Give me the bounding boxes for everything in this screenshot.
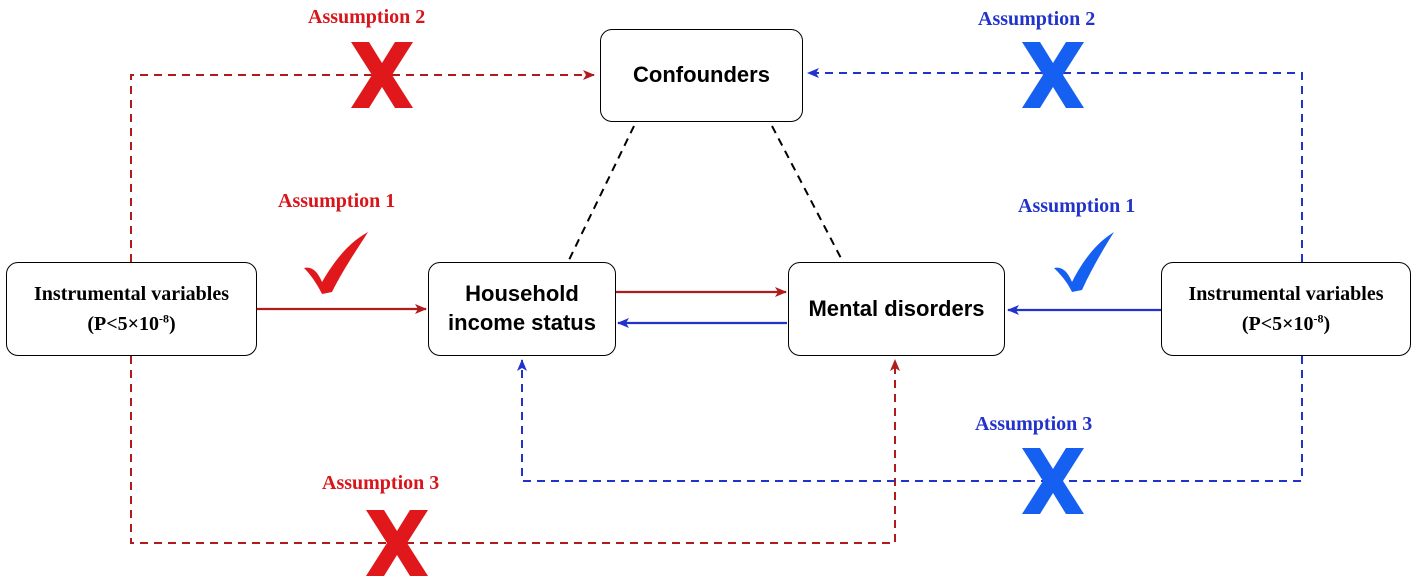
x-mark-icon bbox=[366, 510, 428, 576]
mental-disorders-label: Mental disorders bbox=[808, 295, 985, 321]
confounder-link-mental bbox=[771, 125, 844, 263]
right-assumption-3-label: Assumption 3 bbox=[975, 413, 1093, 435]
left-assumption-2-label: Assumption 2 bbox=[308, 6, 426, 28]
right-assumption-2-path bbox=[807, 68, 1303, 262]
right-assumption-2-label: Assumption 2 bbox=[978, 8, 1096, 30]
right-assumption-3-path bbox=[517, 356, 1303, 482]
left-assumption-3-path bbox=[130, 356, 900, 544]
household-income-box: Household income status bbox=[428, 262, 616, 356]
iv-right-pvalue: (P<5×10-8) bbox=[1241, 311, 1331, 335]
iv-left-box: Instrumental variables (P<5×10-8) bbox=[6, 262, 257, 356]
checkmark-icon bbox=[304, 232, 368, 294]
right-assumption-1-label: Assumption 1 bbox=[1018, 195, 1136, 217]
household-label-line2: income status bbox=[448, 310, 596, 335]
left-assumption-2-path bbox=[130, 70, 595, 262]
confounder-link-household bbox=[567, 125, 635, 263]
left-assumption-3-label: Assumption 3 bbox=[322, 472, 440, 494]
confounders-label: Confounders bbox=[633, 62, 770, 88]
x-mark-icon bbox=[351, 42, 413, 108]
iv-left-title: Instrumental variables bbox=[34, 283, 229, 305]
x-mark-icon bbox=[1022, 448, 1084, 514]
mental-disorders-box: Mental disorders bbox=[788, 262, 1005, 356]
iv-left-pvalue: (P<5×10-8) bbox=[87, 311, 176, 335]
household-label-line1: Household bbox=[465, 281, 579, 307]
x-mark-icon bbox=[1022, 42, 1084, 108]
iv-right-title: Instrumental variables bbox=[1188, 283, 1384, 305]
confounders-box: Confounders bbox=[600, 29, 803, 122]
left-assumption-1-label: Assumption 1 bbox=[278, 190, 396, 212]
checkmark-icon bbox=[1054, 232, 1114, 292]
iv-right-box: Instrumental variables (P<5×10-8) bbox=[1161, 262, 1411, 356]
